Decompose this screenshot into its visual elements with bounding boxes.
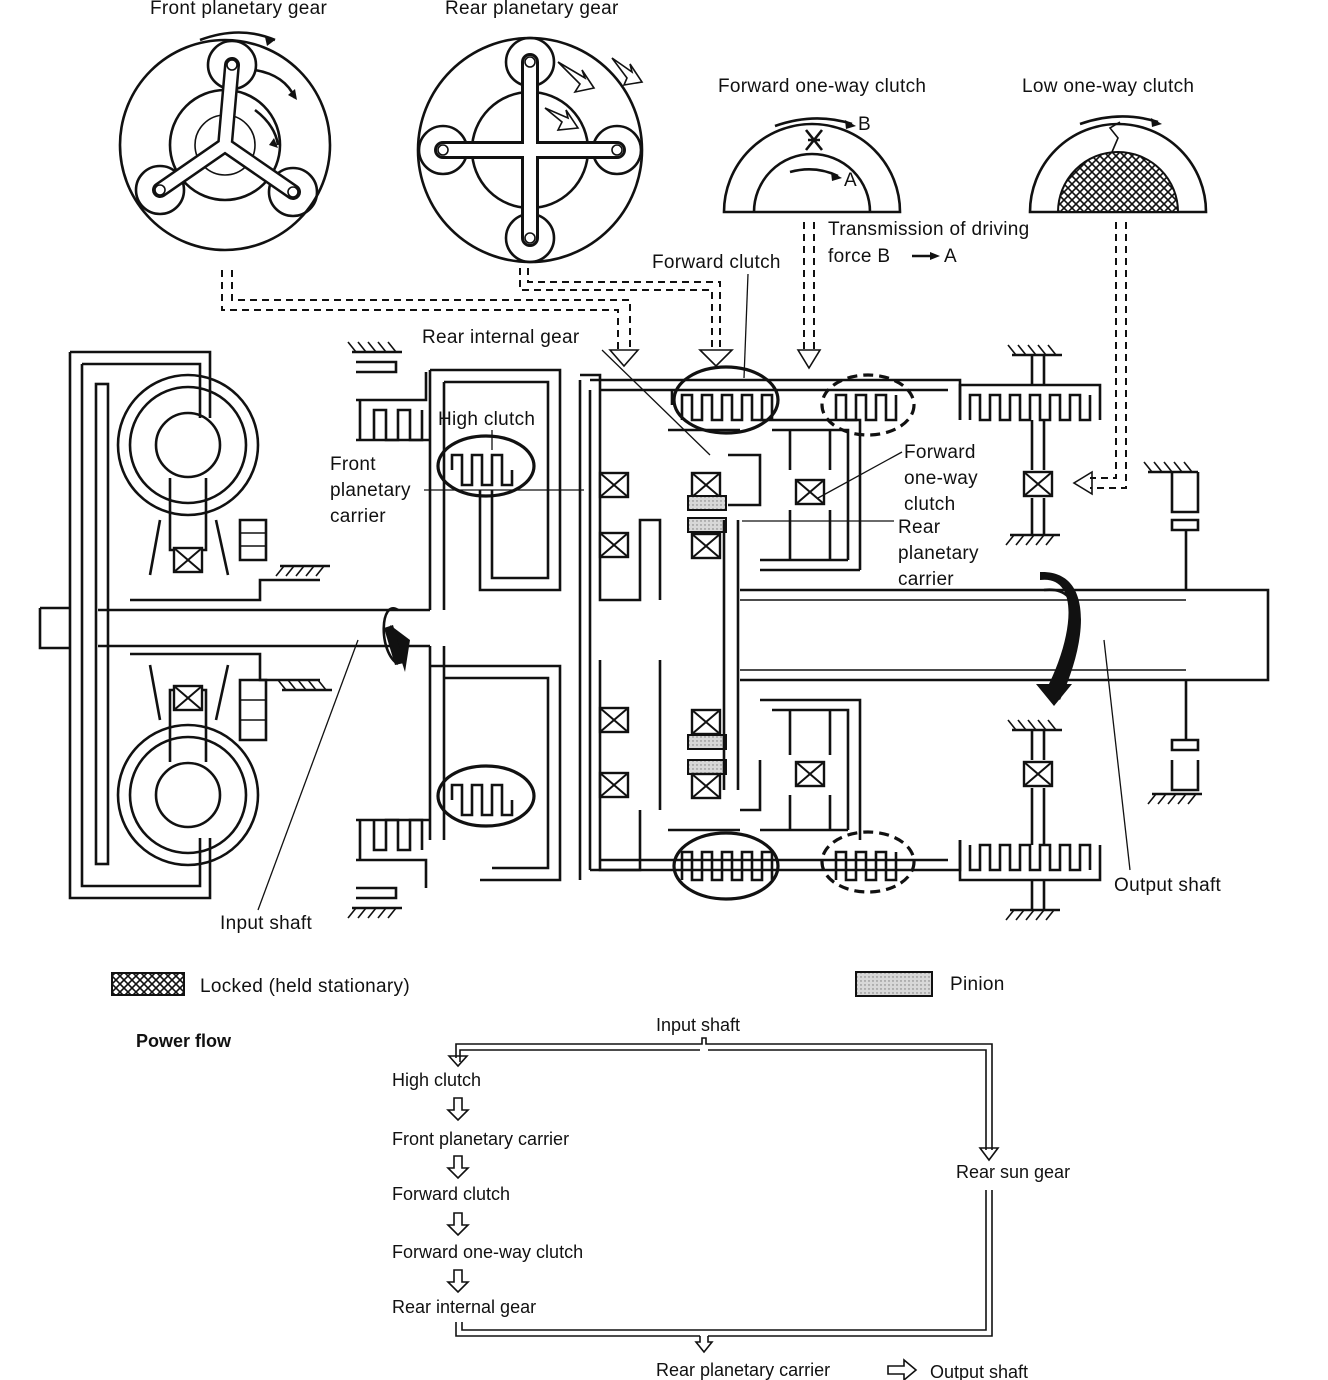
transmission-cross-section [38,340,1270,922]
power-flow-heading: Power flow [136,1031,232,1051]
label-rear-carrier-2: planetary [898,543,979,564]
flow-rear-planetary-carrier: Rear planetary carrier [656,1360,830,1380]
transmission-label-line1: Transmission of driving [828,219,1030,240]
label-rear-carrier-1: Rear [898,517,941,538]
forward-one-way-clutch-detail: Forward one-way clutch B A [718,76,926,214]
low-one-way-clutch-label: Low one-way clutch [1022,76,1194,97]
label-rear-carrier-3: carrier [898,569,954,590]
flow-arrow-2 [446,1155,470,1180]
flow-rear-sun-gear: Rear sun gear [956,1162,1070,1182]
flow-arrow-4 [446,1269,470,1294]
transmission-label-line2: force B [828,246,890,267]
diagram-labels: Forward clutch Rear internal gear High c… [220,252,1222,934]
label-front-carrier-3: carrier [330,506,386,527]
forward-one-way-clutch-label: Forward one-way clutch [718,76,926,97]
label-output-shaft: Output shaft [1114,875,1222,896]
flow-output-shaft: Output shaft [930,1362,1028,1380]
flow-input-shaft: Input shaft [656,1015,740,1035]
low-one-way-clutch-detail: Low one-way clutch [1022,76,1208,214]
flow-step-2: Front planetary carrier [392,1129,569,1149]
label-forward-clutch: Forward clutch [652,252,781,273]
power-flow-chart: Power flow Input shaft High clutch Front… [136,1015,1070,1380]
overrun-clutch-ring-upper [820,373,916,437]
label-rear-internal-gear: Rear internal gear [422,327,580,348]
overrun-clutch-ring-lower [820,830,916,894]
legend-locked-label: Locked (held stationary) [200,976,410,997]
flow-arrow-final [887,1358,918,1380]
marker-a: A [844,170,857,191]
label-input-shaft: Input shaft [220,913,312,934]
rear-planetary-gear-label: Rear planetary gear [445,0,619,19]
label-forward-one-way-3: clutch [904,494,955,515]
front-planetary-gear-label: Front planetary gear [150,0,327,19]
high-clutch-ring-upper [436,434,536,498]
flow-arrow-1 [446,1097,470,1122]
transmission-label-end: A [944,246,957,267]
legend-locked-swatch [111,972,185,996]
legend: Locked (held stationary) Pinion [111,971,1005,997]
legend-pinion-label: Pinion [950,974,1005,995]
high-clutch-ring-lower [436,764,536,828]
front-planetary-gear-drawing: Front planetary gear [118,0,332,252]
callout-dashed-arrows [222,222,1127,496]
flow-step-3: Forward clutch [392,1184,510,1204]
label-forward-one-way-1: Forward [904,442,976,463]
rear-planetary-gear-drawing: Rear planetary gear [416,0,644,264]
flow-step-4: Forward one-way clutch [392,1242,583,1262]
label-forward-one-way-2: one-way [904,468,978,489]
label-high-clutch: High clutch [438,409,535,430]
label-front-carrier-1: Front [330,454,376,475]
flow-arrow-3 [446,1212,470,1237]
legend-pinion-swatch [855,971,933,997]
forward-clutch-ring-upper [672,365,780,435]
marker-b: B [858,114,871,135]
label-front-carrier-2: planetary [330,480,411,501]
flow-step-5: Rear internal gear [392,1297,536,1317]
flow-step-1: High clutch [392,1070,481,1090]
forward-clutch-ring-lower [672,831,780,901]
